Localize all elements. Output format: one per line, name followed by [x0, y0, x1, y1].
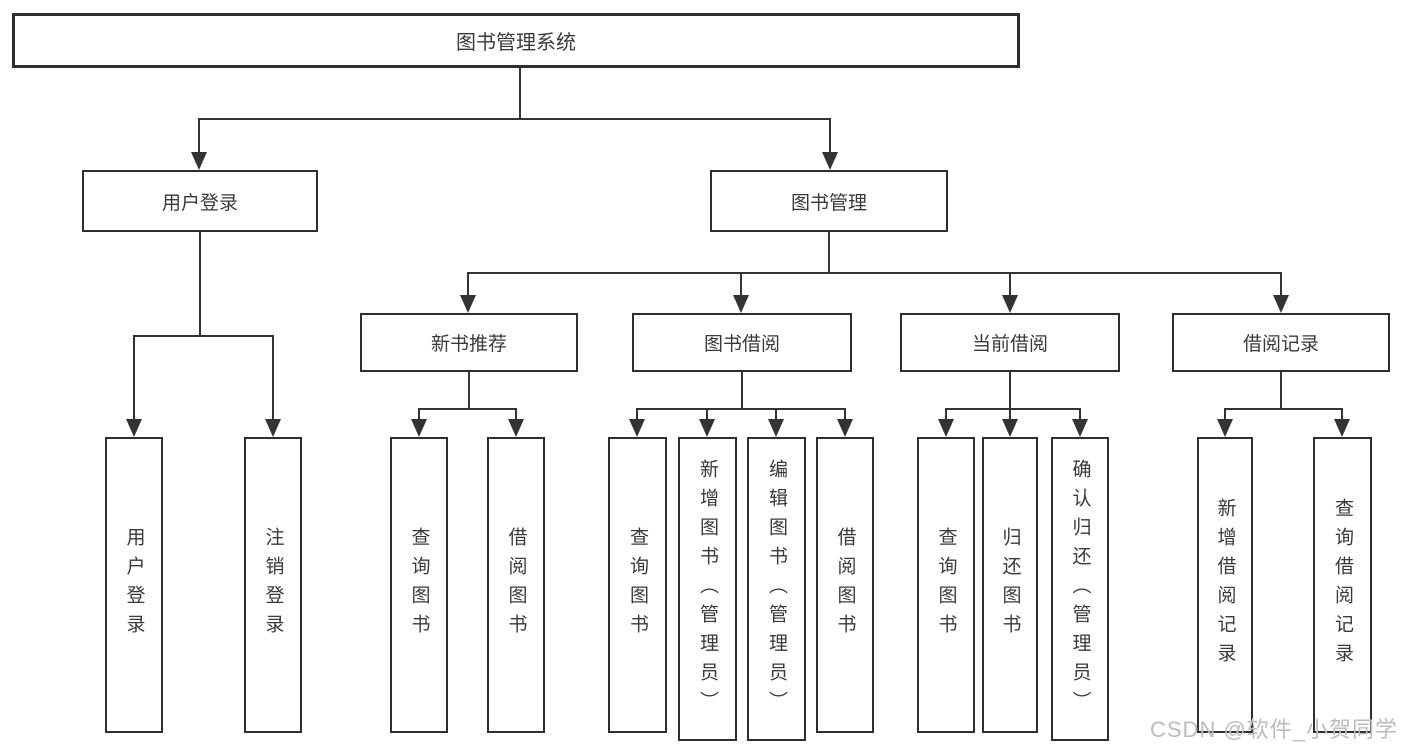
- leaf-borrow-query-books: 查询图书: [608, 437, 667, 733]
- node-book-management: 图书管理: [710, 170, 948, 232]
- connector-line: [740, 272, 742, 295]
- connector-line: [198, 118, 200, 154]
- connector-line: [1224, 408, 1343, 410]
- arrowhead-down-icon: [508, 419, 524, 437]
- connector-line: [199, 232, 201, 335]
- connector-line: [468, 372, 470, 408]
- leaf-recommend-borrow-books: 借阅图书: [487, 437, 545, 733]
- connector-line: [418, 408, 420, 419]
- leaf-logout-label: 注销登录: [262, 527, 284, 643]
- connector-line: [1280, 272, 1282, 295]
- arrowhead-down-icon: [733, 295, 749, 313]
- node-root: 图书管理系统: [12, 13, 1020, 68]
- node-new-book-recommend: 新书推荐: [360, 313, 578, 372]
- connector-line: [1009, 272, 1011, 295]
- arrowhead-down-icon: [1002, 419, 1018, 437]
- arrowhead-down-icon: [1002, 295, 1018, 313]
- connector-line: [945, 408, 1081, 410]
- connector-line: [519, 68, 521, 118]
- connector-line: [418, 408, 517, 410]
- node-borrow-records-label: 借阅记录: [1242, 334, 1319, 355]
- node-new-book-recommend-label: 新书推荐: [430, 334, 507, 355]
- arrowhead-down-icon: [411, 419, 427, 437]
- connector-line: [706, 408, 708, 419]
- leaf-user-login-label: 用户登录: [123, 527, 145, 643]
- connector-line: [1009, 408, 1011, 419]
- node-current-borrow-label: 当前借阅: [971, 334, 1048, 355]
- node-current-borrow: 当前借阅: [900, 313, 1120, 372]
- leaf-borrow-books: 借阅图书: [816, 437, 874, 733]
- connector-line: [775, 408, 777, 419]
- arrowhead-down-icon: [822, 152, 838, 170]
- arrowhead-down-icon: [191, 152, 207, 170]
- arrowhead-down-icon: [837, 419, 853, 437]
- connector-line: [133, 335, 135, 419]
- arrowhead-down-icon: [460, 295, 476, 313]
- node-book-borrow: 图书借阅: [632, 313, 852, 372]
- connector-line: [1341, 408, 1343, 419]
- node-root-label: 图书管理系统: [456, 32, 576, 54]
- leaf-current-query-books: 查询图书: [917, 437, 975, 733]
- leaf-add-borrow-record: 新增借阅记录: [1197, 437, 1253, 733]
- connector-line: [467, 272, 469, 295]
- leaf-borrow-books-label: 借阅图书: [834, 527, 856, 643]
- arrowhead-down-icon: [629, 419, 645, 437]
- connector-line: [515, 408, 517, 419]
- arrowhead-down-icon: [1334, 419, 1350, 437]
- leaf-recommend-query-books: 查询图书: [390, 437, 448, 733]
- connector-line: [272, 335, 274, 419]
- connector-line: [828, 232, 830, 272]
- connector-line: [1079, 408, 1081, 419]
- connector-line: [198, 118, 831, 120]
- connector-line: [844, 408, 846, 419]
- leaf-add-books-admin-label: 新增图书（管理员）: [697, 458, 718, 720]
- leaf-query-borrow-record-label: 查询借阅记录: [1332, 498, 1353, 672]
- leaf-confirm-return-admin: 确认归还（管理员）: [1051, 437, 1109, 741]
- arrowhead-down-icon: [938, 419, 954, 437]
- node-borrow-records: 借阅记录: [1172, 313, 1390, 372]
- connector-line: [741, 372, 743, 408]
- leaf-edit-books-admin: 编辑图书（管理员）: [747, 437, 806, 741]
- leaf-return-books-label: 归还图书: [999, 527, 1021, 643]
- node-user-login: 用户登录: [82, 170, 318, 232]
- connector-line: [945, 408, 947, 419]
- connector-line: [636, 408, 638, 419]
- leaf-return-books: 归还图书: [982, 437, 1038, 733]
- connector-line: [636, 408, 846, 410]
- arrowhead-down-icon: [265, 419, 281, 437]
- node-book-borrow-label: 图书借阅: [703, 334, 780, 355]
- arrowhead-down-icon: [768, 419, 784, 437]
- node-book-management-label: 图书管理: [790, 192, 867, 214]
- leaf-edit-books-admin-label: 编辑图书（管理员）: [766, 458, 787, 720]
- connector-line: [133, 335, 274, 337]
- leaf-confirm-return-admin-label: 确认归还（管理员）: [1069, 458, 1091, 720]
- arrowhead-down-icon: [1072, 419, 1088, 437]
- arrowhead-down-icon: [1217, 419, 1233, 437]
- connector-line: [467, 272, 1282, 274]
- leaf-recommend-query-books-label: 查询图书: [408, 527, 430, 643]
- leaf-query-borrow-record: 查询借阅记录: [1313, 437, 1372, 733]
- arrowhead-down-icon: [699, 419, 715, 437]
- leaf-current-query-books-label: 查询图书: [935, 527, 957, 643]
- connector-line: [1280, 372, 1282, 408]
- arrowhead-down-icon: [126, 419, 142, 437]
- connector-line: [1224, 408, 1226, 419]
- connector-line: [1009, 372, 1011, 408]
- leaf-recommend-borrow-books-label: 借阅图书: [505, 527, 527, 643]
- csdn-watermark: CSDN @软件_小贺同学: [1150, 717, 1399, 742]
- leaf-borrow-query-books-label: 查询图书: [627, 527, 648, 643]
- arrowhead-down-icon: [1273, 295, 1289, 313]
- leaf-logout: 注销登录: [244, 437, 302, 733]
- connector-line: [829, 118, 831, 154]
- leaf-add-books-admin: 新增图书（管理员）: [678, 437, 737, 741]
- leaf-add-borrow-record-label: 新增借阅记录: [1214, 498, 1236, 672]
- leaf-user-login: 用户登录: [105, 437, 163, 733]
- node-user-login-label: 用户登录: [161, 192, 238, 214]
